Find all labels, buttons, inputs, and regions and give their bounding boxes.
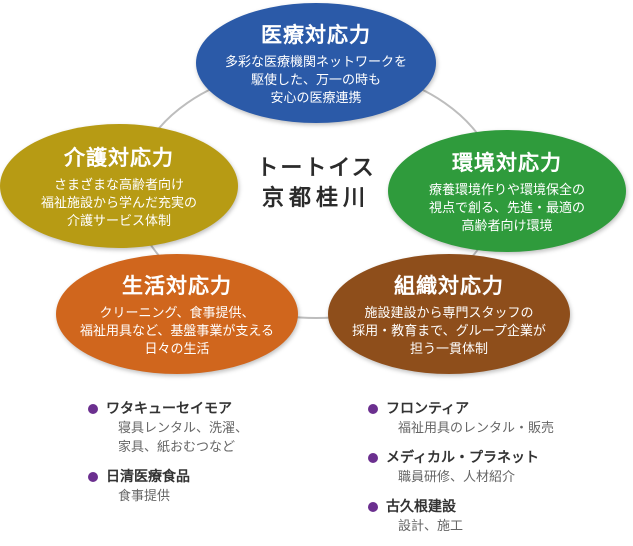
company-item: ワタキューセイモア 寝具レンタル、洗濯、 家具、紙おむつなど bbox=[88, 399, 248, 457]
node-environment: 環境対応力 療養環境作りや環境保全の 視点で創る、先進・最適の 高齢者向け環境 bbox=[388, 130, 626, 252]
company-item: 日清医療食品 食事提供 bbox=[88, 467, 248, 506]
node-text-line: 施設建設から専門スタッフの bbox=[364, 305, 534, 321]
node-text-line: 福祉施設から学んだ充実の bbox=[40, 195, 197, 211]
center-line-1: トートイス bbox=[256, 156, 376, 181]
node-life: 生活対応力 クリーニング、食事提供、 福祉用具など、基盤事業が支える 日々の生活 bbox=[56, 254, 298, 374]
company-list-right: フロンティア 福祉用具のレンタル・販売 メディカル・プラネット 職員研修、人材紹… bbox=[368, 399, 554, 546]
company-desc: 職員研修、人材紹介 bbox=[398, 470, 516, 485]
bullet-dot bbox=[88, 472, 98, 482]
node-title: 環境対応力 bbox=[452, 150, 562, 175]
node-title: 生活対応力 bbox=[122, 273, 232, 298]
company-name: メディカル・プラネット bbox=[386, 450, 540, 466]
bullet-dot bbox=[368, 502, 378, 512]
node-text-line: 安心の医療連携 bbox=[270, 90, 362, 106]
company-desc: 設計、施工 bbox=[398, 519, 464, 534]
company-desc: 食事提供 bbox=[118, 489, 171, 504]
company-item: フロンティア 福祉用具のレンタル・販売 bbox=[368, 399, 554, 438]
company-desc: 寝具レンタル、洗濯、 bbox=[118, 421, 249, 436]
node-text-line: 福祉用具など、基盤事業が支える bbox=[80, 323, 274, 339]
node-text-line: 介護サービス体制 bbox=[66, 213, 171, 229]
node-text-line: さまざまな高齢者向け bbox=[53, 177, 184, 193]
center-label: トートイス 京都桂川 bbox=[236, 154, 396, 214]
center-line-2: 京都桂川 bbox=[261, 186, 370, 211]
company-name: 日清医療食品 bbox=[106, 469, 190, 485]
company-name-row: 古久根建設 bbox=[368, 497, 554, 517]
bullet-dot bbox=[88, 404, 98, 414]
company-list-left: ワタキューセイモア 寝具レンタル、洗濯、 家具、紙おむつなど 日清医療食品 食事… bbox=[88, 399, 248, 516]
company-desc: 家具、紙おむつなど bbox=[118, 440, 236, 455]
node-text-line: クリーニング、食事提供、 bbox=[99, 305, 255, 321]
company-desc: 福祉用具のレンタル・販売 bbox=[398, 421, 555, 436]
company-name-row: フロンティア bbox=[368, 399, 554, 419]
node-text-line: 多彩な医療機関ネットワークを bbox=[224, 54, 407, 70]
node-medical: 医療対応力 多彩な医療機関ネットワークを 駆使した、万一の時も 安心の医療連携 bbox=[196, 3, 436, 123]
company-name-row: ワタキューセイモア bbox=[88, 399, 248, 419]
node-text-line: 駆使した、万一の時も bbox=[250, 72, 381, 88]
company-name: フロンティア bbox=[386, 401, 470, 417]
node-text-line: 視点で創る、先進・最適の bbox=[428, 200, 585, 216]
node-title: 組織対応力 bbox=[394, 273, 504, 298]
node-text-line: 高齢者向け環境 bbox=[461, 218, 553, 234]
company-item: 古久根建設 設計、施工 bbox=[368, 497, 554, 536]
node-text-line: 日々の生活 bbox=[144, 341, 210, 357]
company-name-row: メディカル・プラネット bbox=[368, 448, 554, 468]
company-name-row: 日清医療食品 bbox=[88, 467, 248, 487]
bullet-dot bbox=[368, 404, 378, 414]
node-care: 介護対応力 さまざまな高齢者向け 福祉施設から学んだ充実の 介護サービス体制 bbox=[0, 124, 238, 248]
node-organization: 組織対応力 施設建設から専門スタッフの 採用・教育まで、グループ企業が 担う一貫… bbox=[328, 254, 570, 374]
node-title: 介護対応力 bbox=[64, 145, 174, 170]
node-text-line: 療養環境作りや環境保全の bbox=[428, 182, 585, 198]
node-text-line: 採用・教育まで、グループ企業が bbox=[352, 323, 546, 339]
node-text-line: 担う一貫体制 bbox=[409, 341, 488, 357]
bullet-dot bbox=[368, 453, 378, 463]
node-title: 医療対応力 bbox=[261, 22, 371, 47]
company-name: ワタキューセイモア bbox=[106, 401, 232, 417]
company-name: 古久根建設 bbox=[386, 499, 456, 515]
company-item: メディカル・プラネット 職員研修、人材紹介 bbox=[368, 448, 554, 487]
